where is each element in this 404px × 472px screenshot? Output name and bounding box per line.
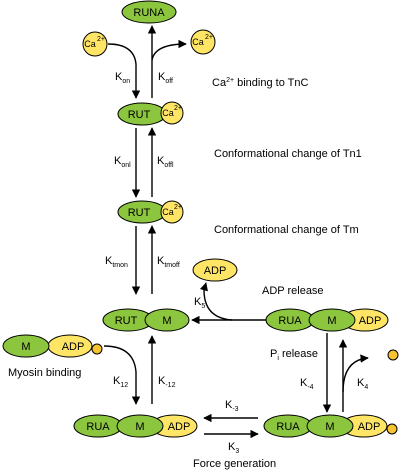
k5-rate: K5 — [194, 296, 205, 310]
k12-rate: K12 — [113, 375, 128, 389]
runa-node: RUNA — [121, 0, 177, 24]
adp-release-label: ADP release — [262, 285, 324, 297]
svg-text:Kon: Kon — [115, 71, 130, 85]
calcium-ion-out: Ca 2+ — [190, 29, 216, 55]
svg-text:K12: K12 — [113, 375, 128, 389]
svg-text:ADP: ADP — [62, 341, 85, 353]
pi-release-label: Pi release — [270, 348, 318, 362]
svg-text:M: M — [21, 341, 30, 353]
k-12-rate: K-12 — [158, 375, 176, 389]
rut-ca-node-1: RUT Ca 2+ — [117, 101, 184, 126]
adp-released-node: ADP — [192, 258, 238, 282]
koffl-rate: Koffl — [157, 155, 174, 169]
k-4-rate: K-4 — [300, 377, 314, 391]
ktmoff-rate: Ktmoff — [157, 255, 180, 269]
svg-text:2+: 2+ — [97, 36, 105, 43]
svg-text:K-3: K-3 — [225, 399, 239, 413]
rut-ca-node-2: RUT Ca 2+ — [117, 200, 184, 224]
svg-text:Koffl: Koffl — [157, 155, 174, 169]
svg-text:Ca2+ binding to TnC: Ca2+ binding to TnC — [212, 77, 309, 89]
rua-m-adp-node-top: ADP RUA M — [265, 308, 389, 332]
kon-arrow — [107, 43, 141, 99]
myosin-binding-label: Myosin binding — [8, 367, 81, 379]
k-3-rate: K-3 — [225, 399, 239, 413]
svg-text:M: M — [325, 421, 334, 433]
konl-rate: Konl — [114, 155, 131, 169]
svg-text:Koff: Koff — [158, 71, 173, 85]
svg-text:ADP: ADP — [168, 421, 191, 433]
svg-text:RUA: RUA — [86, 421, 110, 433]
koff-rate: Koff — [158, 71, 173, 85]
rut-m-node: RUT M — [102, 308, 190, 332]
svg-text:2+: 2+ — [205, 34, 213, 41]
svg-text:Ktmon: Ktmon — [105, 255, 128, 269]
ktmon-rate: Ktmon — [105, 255, 128, 269]
svg-text:Ca: Ca — [84, 39, 96, 49]
calcium-ion-in: Ca 2+ — [82, 31, 108, 57]
svg-text:Ca: Ca — [162, 207, 174, 217]
svg-text:2+: 2+ — [174, 204, 182, 211]
svg-text:K5: K5 — [194, 296, 205, 310]
svg-text:ADP: ADP — [204, 265, 227, 277]
ca-binding-label: Ca2+ binding to TnC — [212, 77, 309, 89]
svg-text:Ktmoff: Ktmoff — [157, 255, 180, 269]
rua-m-adp-node-right: ADP RUA M — [263, 414, 398, 438]
svg-text:Konl: Konl — [114, 155, 131, 169]
svg-text:RUT: RUT — [115, 315, 138, 327]
k4-rate: K4 — [357, 377, 368, 391]
rua-m-adp-node-left: ADP RUA M — [73, 414, 198, 438]
phosphate-released — [387, 349, 399, 361]
svg-text:K-12: K-12 — [158, 375, 176, 389]
svg-text:Ca: Ca — [192, 37, 204, 47]
conf-tn1-label: Conformational change of Tn1 — [214, 148, 362, 160]
svg-text:K4: K4 — [357, 377, 368, 391]
kon-rate: Kon — [115, 71, 130, 85]
pi-release-arrow — [342, 354, 369, 393]
svg-text:M: M — [135, 421, 144, 433]
adp-release-arrow — [199, 282, 233, 321]
svg-text:Pi release: Pi release — [270, 348, 318, 362]
koff-release-arrow — [151, 39, 187, 61]
force-generation-label: Force generation — [193, 458, 276, 470]
svg-text:M: M — [327, 315, 336, 327]
k3-rate: K3 — [228, 441, 239, 455]
svg-text:K3: K3 — [228, 441, 239, 455]
runa-label: RUNA — [133, 7, 165, 19]
myosin-node: ADP M — [2, 334, 103, 358]
svg-text:Ca: Ca — [162, 108, 174, 118]
svg-text:RUT: RUT — [128, 207, 151, 219]
svg-text:RUA: RUA — [276, 421, 300, 433]
svg-text:K-4: K-4 — [300, 377, 314, 391]
k12-arrow — [103, 345, 141, 405]
svg-text:RUT: RUT — [128, 109, 151, 121]
svg-text:RUA: RUA — [278, 315, 302, 327]
svg-text:2+: 2+ — [174, 105, 182, 112]
svg-text:ADP: ADP — [359, 315, 382, 327]
svg-text:ADP: ADP — [358, 421, 381, 433]
conf-tm-label: Conformational change of Tm — [214, 224, 359, 236]
svg-text:M: M — [162, 315, 171, 327]
